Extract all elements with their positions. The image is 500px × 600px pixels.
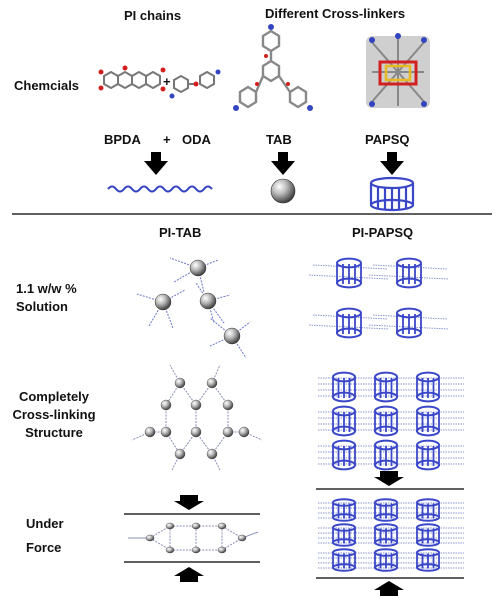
arrow-down-icon xyxy=(374,471,404,486)
label-plus: + xyxy=(163,132,171,147)
header-cross-linkers: Different Cross-linkers xyxy=(265,6,406,21)
row-label-crosslinking: Completely Cross-linking Structure xyxy=(6,388,102,442)
arrow-down-icon xyxy=(174,495,204,510)
tab-sphere-symbol xyxy=(270,178,296,204)
force-line-2: Force xyxy=(26,540,62,555)
header-pi-papsq: PI-PAPSQ xyxy=(352,225,414,240)
pi-tab-force-diagram xyxy=(124,513,260,563)
row-label-force: Under Force xyxy=(26,512,64,560)
arrow-up-icon xyxy=(174,567,204,582)
molecule-plus-sign: + xyxy=(163,74,171,89)
label-oda: ODA xyxy=(182,132,211,147)
label-bpda: BPDA xyxy=(104,132,141,147)
arrow-down-icon xyxy=(144,152,168,175)
row-label-solution: 1.1 w/w % Solution xyxy=(16,280,77,316)
pi-chain-symbol xyxy=(107,185,213,193)
header-pi-tab: PI-TAB xyxy=(159,225,202,240)
oda-molecule-image xyxy=(169,69,221,99)
row-label-chemicals: Chemcials xyxy=(14,78,80,93)
pi-papsq-solution-diagram xyxy=(308,257,450,339)
bpda-molecule-image xyxy=(98,65,166,92)
arrow-up-icon xyxy=(374,581,404,596)
papsq-cage-symbol xyxy=(369,176,415,212)
tab-molecule-image xyxy=(233,24,313,111)
crosslink-line-2: Cross-linking xyxy=(12,407,96,422)
pi-tab-network-diagram xyxy=(131,364,263,471)
solution-line-1: 1.1 w/w % xyxy=(16,281,77,296)
header-pi-chains: PI chains xyxy=(124,8,182,23)
label-papsq: PAPSQ xyxy=(365,132,410,147)
papsq-molecule-image xyxy=(366,33,430,108)
pi-tab-solution-diagram xyxy=(136,257,251,359)
label-tab: TAB xyxy=(266,132,292,147)
arrow-down-icon xyxy=(380,152,404,175)
crosslink-line-3: Structure xyxy=(25,425,83,440)
solution-line-2: Solution xyxy=(16,299,68,314)
pi-papsq-network-diagram xyxy=(318,371,464,471)
crosslink-line-1: Completely xyxy=(18,389,90,404)
arrow-down-icon xyxy=(271,152,295,175)
pi-papsq-force-diagram xyxy=(316,488,464,579)
force-line-1: Under xyxy=(26,516,64,531)
